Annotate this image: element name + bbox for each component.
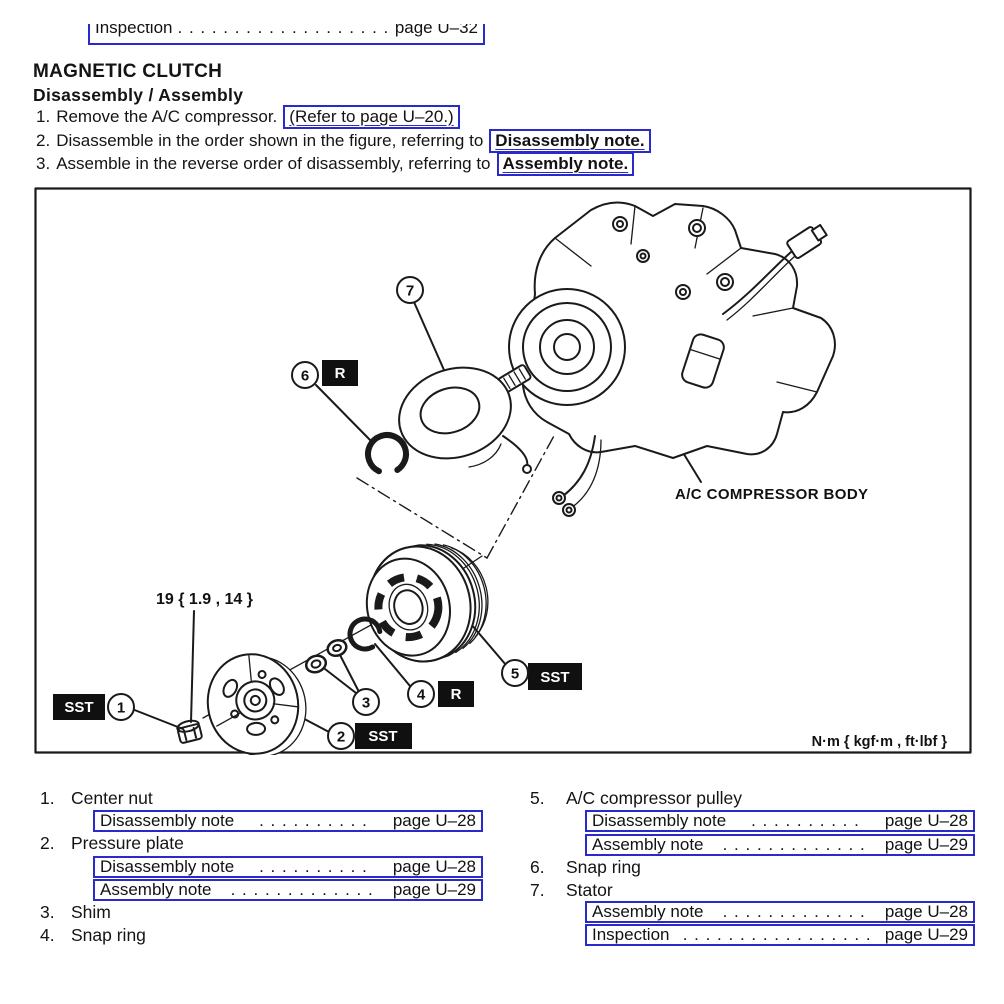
- section-subtitle: Disassembly / Assembly: [33, 85, 244, 105]
- link-page: page U–32: [394, 24, 478, 37]
- shim-washers-drawing: [304, 638, 348, 674]
- figure-frame: [34, 187, 972, 754]
- callout-7: [396, 276, 424, 304]
- part-5-assembly-note-link[interactable]: Assembly note . . . . . . . . . . . . . …: [585, 834, 975, 856]
- link-label: Inspection: [95, 24, 173, 37]
- svg-text:6: 6: [301, 368, 309, 385]
- part-item-6: 6. Snap ring: [530, 857, 641, 877]
- part-item-3: 3. Shim: [40, 902, 111, 922]
- torque-units-label: N·m { kgf·m , ft·lbf }: [812, 734, 948, 750]
- callout-4: [407, 680, 435, 708]
- sst-box-1: [53, 694, 105, 720]
- partial-inspection-link-clip: Inspection . . . . . . . . . . . . . . .…: [88, 24, 485, 46]
- part-7-assembly-note-link[interactable]: Assembly note . . . . . . . . . . . . . …: [585, 901, 975, 923]
- svg-text:1: 1: [117, 700, 125, 717]
- compressor-body-drawing: [497, 201, 836, 517]
- snap-ring-6-drawing: [365, 432, 409, 476]
- svg-text:3: 3: [362, 695, 370, 712]
- pulley-drawing: [365, 543, 489, 663]
- part-item-5: 5. A/C compressor pulley: [530, 788, 743, 808]
- stator-wire-lower: [562, 435, 596, 497]
- svg-text:2: 2: [337, 729, 345, 746]
- compressor-shaft: [497, 364, 532, 394]
- step-1: 1. Remove the A/C compressor. (Refer to …: [36, 105, 460, 129]
- refer-page-link[interactable]: (Refer to page U–20.): [283, 105, 460, 129]
- svg-text:7: 7: [406, 283, 414, 300]
- step-number: 3.: [36, 154, 51, 173]
- compressor-body-label: A/C COMPRESSOR BODY: [675, 486, 868, 503]
- part-item-1: 1. Center nut: [40, 788, 153, 808]
- sst-label-1: SST: [64, 699, 93, 716]
- svg-text:4: 4: [417, 687, 426, 704]
- sst-label-3: SST: [540, 669, 569, 686]
- step-text: Remove the A/C compressor.: [56, 107, 278, 126]
- snap-ring-4-drawing: [347, 616, 383, 652]
- callout-3: [352, 688, 380, 716]
- torque-spec-label: 19 { 1.9 , 14 }: [156, 591, 253, 608]
- disassembly-note-link[interactable]: Disassembly note.: [489, 129, 651, 153]
- part-item-4: 4. Snap ring: [40, 925, 146, 945]
- harness-wire: [722, 251, 792, 315]
- page-title: MAGNETIC CLUTCH: [33, 61, 223, 82]
- sst-box-2: [355, 723, 412, 749]
- part-2-assembly-note-link[interactable]: Assembly note . . . . . . . . . . . . . …: [93, 879, 483, 901]
- sst-label-2: SST: [368, 728, 397, 745]
- r-label-2: R: [451, 686, 462, 703]
- r-label-1: R: [335, 365, 346, 382]
- part-item-2: 2. Pressure plate: [40, 833, 184, 853]
- step-2: 2. Disassemble in the order shown in the…: [36, 129, 651, 153]
- step-text: Disassemble in the order shown in the fi…: [56, 131, 484, 150]
- step-number: 1.: [36, 107, 51, 126]
- callouts: 1 2 3 4 5 6 7: [107, 276, 529, 750]
- partial-inspection-link[interactable]: Inspection . . . . . . . . . . . . . . .…: [88, 24, 485, 45]
- dot-leader: . . . . . . . . . . . . . . . . . . . .: [177, 24, 395, 37]
- center-nut-drawing: [176, 719, 203, 744]
- svg-text:5: 5: [511, 666, 519, 683]
- pressure-plate-drawing: [206, 653, 307, 755]
- r-box-2: [438, 681, 474, 707]
- part-item-7: 7. Stator: [530, 880, 613, 900]
- sst-box-3: [528, 663, 582, 690]
- assembly-note-link[interactable]: Assembly note.: [496, 152, 635, 176]
- part-7-inspection-link[interactable]: Inspection . . . . . . . . . . . . . . .…: [585, 924, 975, 946]
- part-5-disassembly-note-link[interactable]: Disassembly note . . . . . . . . . . pag…: [585, 810, 975, 832]
- part-1-disassembly-note-link[interactable]: Disassembly note . . . . . . . . . . pag…: [93, 810, 483, 832]
- callout-2: [327, 722, 355, 750]
- callout-1: [107, 693, 135, 721]
- step-number: 2.: [36, 131, 51, 150]
- step-3: 3. Assemble in the reverse order of disa…: [36, 152, 635, 176]
- exploded-diagram: SST SST SST R R 1 2 3 4 5 6: [34, 187, 972, 755]
- step-text: Assemble in the reverse order of disasse…: [56, 154, 491, 173]
- callout-5: [501, 659, 529, 687]
- part-2-disassembly-note-link[interactable]: Disassembly note . . . . . . . . . . pag…: [93, 856, 483, 878]
- stator-drawing: [398, 366, 532, 474]
- callout-6: [291, 361, 319, 389]
- r-box-1: [322, 360, 358, 386]
- harness-connector: [786, 223, 828, 259]
